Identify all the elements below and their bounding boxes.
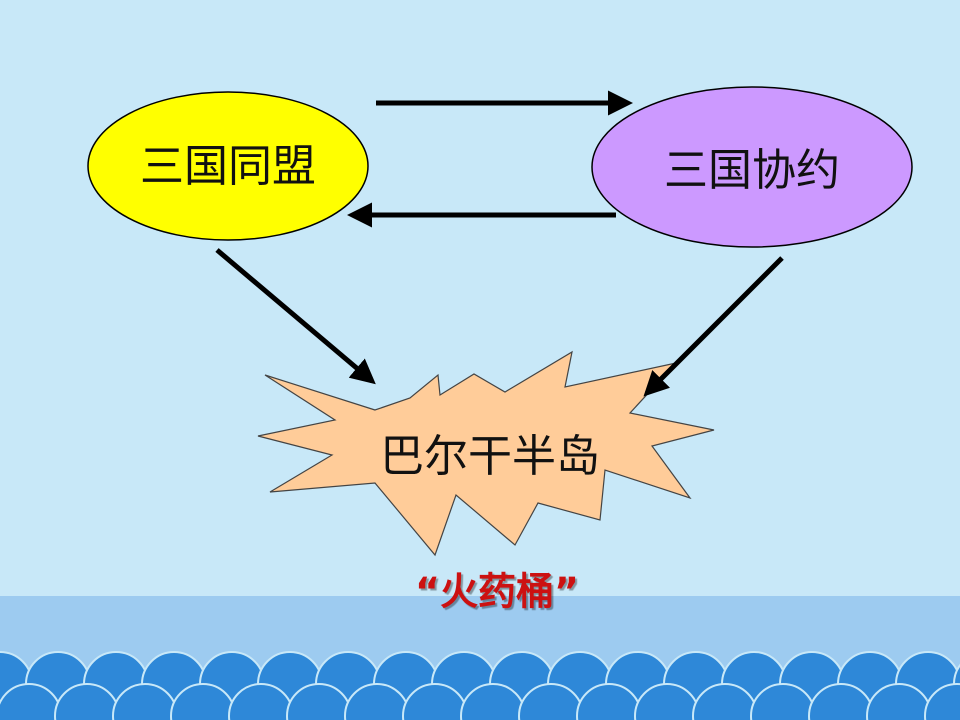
- node-triple-alliance: [87, 91, 369, 241]
- node-triple-entente: [591, 86, 913, 248]
- triple-alliance-label: 三国同盟: [140, 141, 316, 192]
- triple-entente-label: 三国协约: [664, 145, 840, 196]
- wave-pattern: [0, 651, 960, 720]
- arrow-entente-to-balkans: [643, 256, 784, 397]
- arrow-alliance-to-balkans: [215, 248, 376, 385]
- balkans-label: 巴尔干半岛: [380, 431, 600, 482]
- node-balkans-burst: [257, 350, 715, 557]
- powder-keg-caption: “火药桶”: [415, 569, 579, 614]
- wave-bump: [924, 683, 960, 720]
